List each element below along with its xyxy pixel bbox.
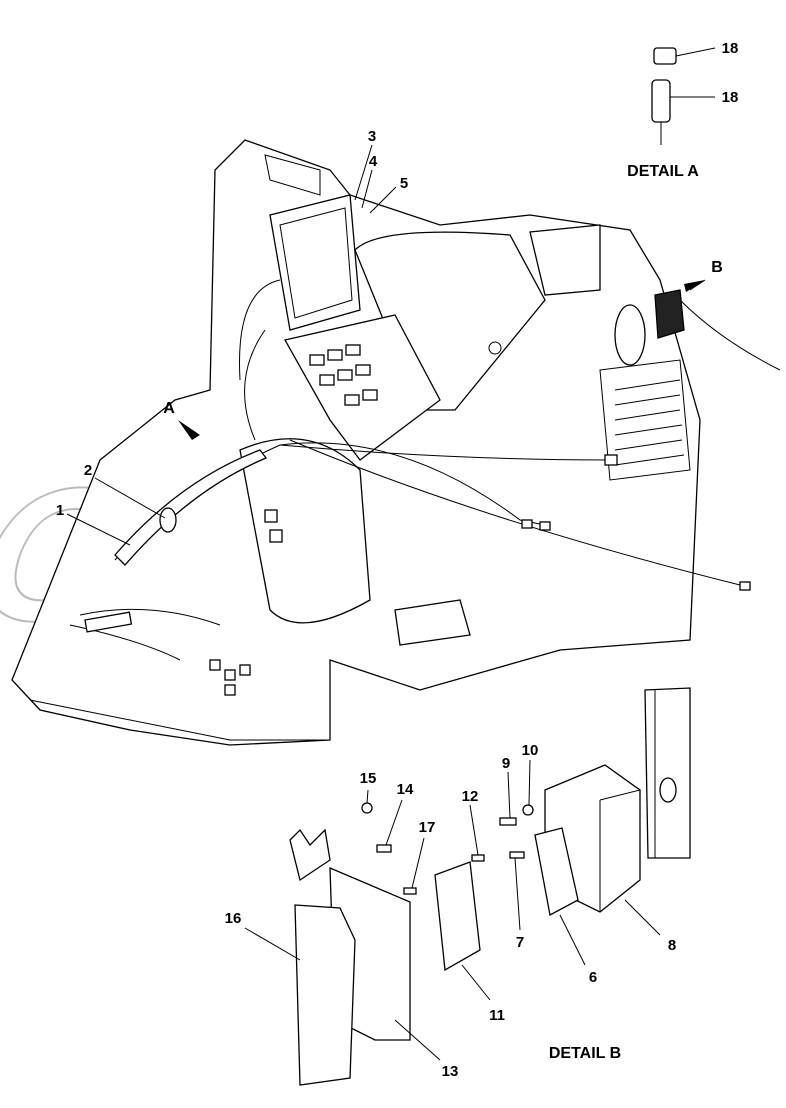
callout-17: 17 xyxy=(419,819,436,836)
protector-1 xyxy=(114,449,268,566)
callout-15: 15 xyxy=(360,770,377,787)
callout-5: 5 xyxy=(400,175,408,192)
view-marker-b: B xyxy=(711,259,723,276)
console-body xyxy=(11,139,701,746)
clamp-2 xyxy=(159,507,177,533)
callout-18-nut: 18 xyxy=(722,40,739,57)
detail-a-title: DETAIL A xyxy=(627,163,699,180)
callout-2: 2 xyxy=(84,462,92,479)
callout-18-switch: 18 xyxy=(722,89,739,106)
view-marker-a: A xyxy=(163,400,175,417)
callout-1: 1 xyxy=(56,502,64,519)
view-b-block xyxy=(654,289,685,339)
leader-lines xyxy=(66,47,716,1061)
callout-3: 3 xyxy=(368,128,376,145)
callout-12: 12 xyxy=(462,788,479,805)
detail-b-title: DETAIL B xyxy=(549,1045,621,1062)
cover-plate-3 xyxy=(269,194,361,331)
callout-7: 7 xyxy=(516,934,524,951)
callout-6: 6 xyxy=(589,969,597,986)
arrow-a-icon xyxy=(178,420,200,440)
callout-9: 9 xyxy=(502,755,510,772)
callout-16: 16 xyxy=(225,910,242,927)
vent-grille xyxy=(614,379,685,466)
callout-4: 4 xyxy=(369,153,378,170)
callout-13: 13 xyxy=(442,1063,459,1080)
callout-14: 14 xyxy=(397,781,414,798)
callout-10: 10 xyxy=(522,742,539,759)
callout-11: 11 xyxy=(489,1007,505,1024)
detail-b-drawing xyxy=(289,687,691,1086)
callout-8: 8 xyxy=(668,937,676,954)
wire-harness xyxy=(69,279,781,696)
switch-panel xyxy=(309,344,378,406)
